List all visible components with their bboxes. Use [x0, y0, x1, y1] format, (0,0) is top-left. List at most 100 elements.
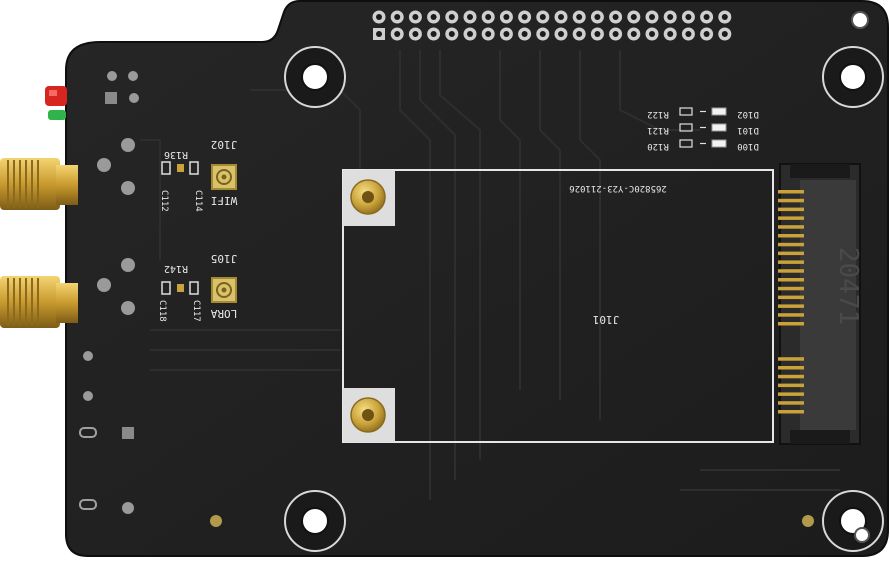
socket-pin [778, 304, 804, 308]
socket-pin [778, 286, 804, 291]
socket-pin [778, 251, 804, 256]
cap-label: C114 [193, 190, 203, 212]
gpio-pad [609, 27, 623, 41]
socket-pin [778, 357, 804, 361]
corner-hole-top [851, 11, 869, 29]
gpio-pad [681, 27, 695, 41]
gpio-pad [681, 10, 695, 24]
resistor-label: R122 [647, 109, 669, 119]
gpio-pad [700, 27, 714, 41]
gpio-pad [645, 10, 659, 24]
gpio-pad [499, 10, 513, 24]
socket-pin [778, 278, 804, 282]
socket-pins [778, 190, 804, 414]
mounting-hole-top-left [284, 46, 346, 108]
gpio-pad [718, 10, 732, 24]
socket-pin [778, 260, 804, 264]
gpio-pad [663, 10, 677, 24]
socket-pin [778, 383, 804, 388]
led-row: D100 R120 [647, 139, 759, 151]
socket-pin [778, 374, 804, 379]
socket-pin [778, 366, 804, 370]
antenna-name-label: WIFI [211, 194, 238, 207]
diode-label: D102 [737, 109, 759, 119]
gpio-pad [427, 10, 441, 24]
gpio-pad [700, 10, 714, 24]
gpio-header [372, 10, 732, 41]
socket-pin [778, 242, 804, 247]
mounting-hole-top-right [822, 46, 884, 108]
gpio-pad [627, 27, 641, 41]
gpio-pad [390, 27, 404, 41]
antenna-wifi: J102 WIFI R136 C112 C114 [159, 138, 237, 212]
gpio-pad [536, 27, 550, 41]
mounting-hole-bottom-left [284, 490, 346, 552]
test-pads [79, 71, 814, 527]
gpio-pad [554, 27, 568, 41]
gpio-pad [408, 27, 422, 41]
socket-pin [778, 190, 804, 194]
mini-pcie-socket: 20471 [778, 163, 863, 445]
gpio-pad [427, 27, 441, 41]
connector-j101-label: J101 [593, 313, 620, 326]
socket-pin [778, 225, 804, 229]
socket-pin [778, 313, 804, 317]
cap-label: C112 [159, 190, 169, 212]
gpio-pad [445, 10, 459, 24]
sma-connector-top [0, 158, 78, 210]
gpio-pad [718, 27, 732, 41]
socket-pin [778, 401, 804, 405]
socket-pin [778, 392, 804, 396]
gpio-pad [609, 10, 623, 24]
mini-pcie-area: 265820C-Y23-211026 J101 [342, 169, 774, 443]
diode-label: D100 [737, 141, 759, 151]
gpio-pad [572, 10, 586, 24]
gpio-pad [536, 10, 550, 24]
green-led [48, 110, 66, 120]
gpio-pad [372, 10, 386, 24]
gpio-pad [463, 10, 477, 24]
connector-label: J102 [211, 138, 238, 151]
gpio-pad [445, 27, 459, 41]
socket-marking: 20471 [833, 247, 863, 325]
pcb-code-label: 265820C-Y23-211026 [569, 183, 667, 193]
gpio-pad [390, 10, 404, 24]
socket-pin [778, 216, 804, 220]
cap-label: C118 [157, 300, 167, 322]
gpio-pad [408, 10, 422, 24]
gpio-pad [518, 10, 532, 24]
gpio-pad [499, 27, 513, 41]
socket-pin [778, 410, 804, 414]
socket-pin [778, 322, 804, 326]
gpio-pad [373, 28, 385, 40]
socket-pin [778, 207, 804, 212]
cap-label: C117 [191, 300, 201, 322]
diode-label: D101 [737, 125, 759, 135]
led-row: D102 R122 [647, 107, 759, 119]
gpio-pad [554, 10, 568, 24]
resistor-label: R120 [647, 141, 669, 151]
gpio-pad [572, 27, 586, 41]
socket-pin [778, 198, 804, 203]
socket-pin [778, 269, 804, 273]
socket-pin [778, 234, 804, 238]
gpio-pad [590, 10, 604, 24]
sma-connector-bottom [0, 276, 78, 328]
gpio-pad [481, 10, 495, 24]
mounting-hole-bottom-right [822, 490, 884, 552]
corner-hole-bottom [854, 527, 870, 543]
socket-pin [778, 295, 804, 300]
mounting-holes [284, 11, 884, 552]
gpio-pad [590, 27, 604, 41]
resistor-label: R142 [164, 263, 188, 274]
gpio-pad [663, 27, 677, 41]
gpio-pad [645, 27, 659, 41]
gpio-pad [518, 27, 532, 41]
resistor-label: R136 [164, 149, 188, 160]
status-leds [45, 86, 67, 120]
gpio-pad [627, 10, 641, 24]
